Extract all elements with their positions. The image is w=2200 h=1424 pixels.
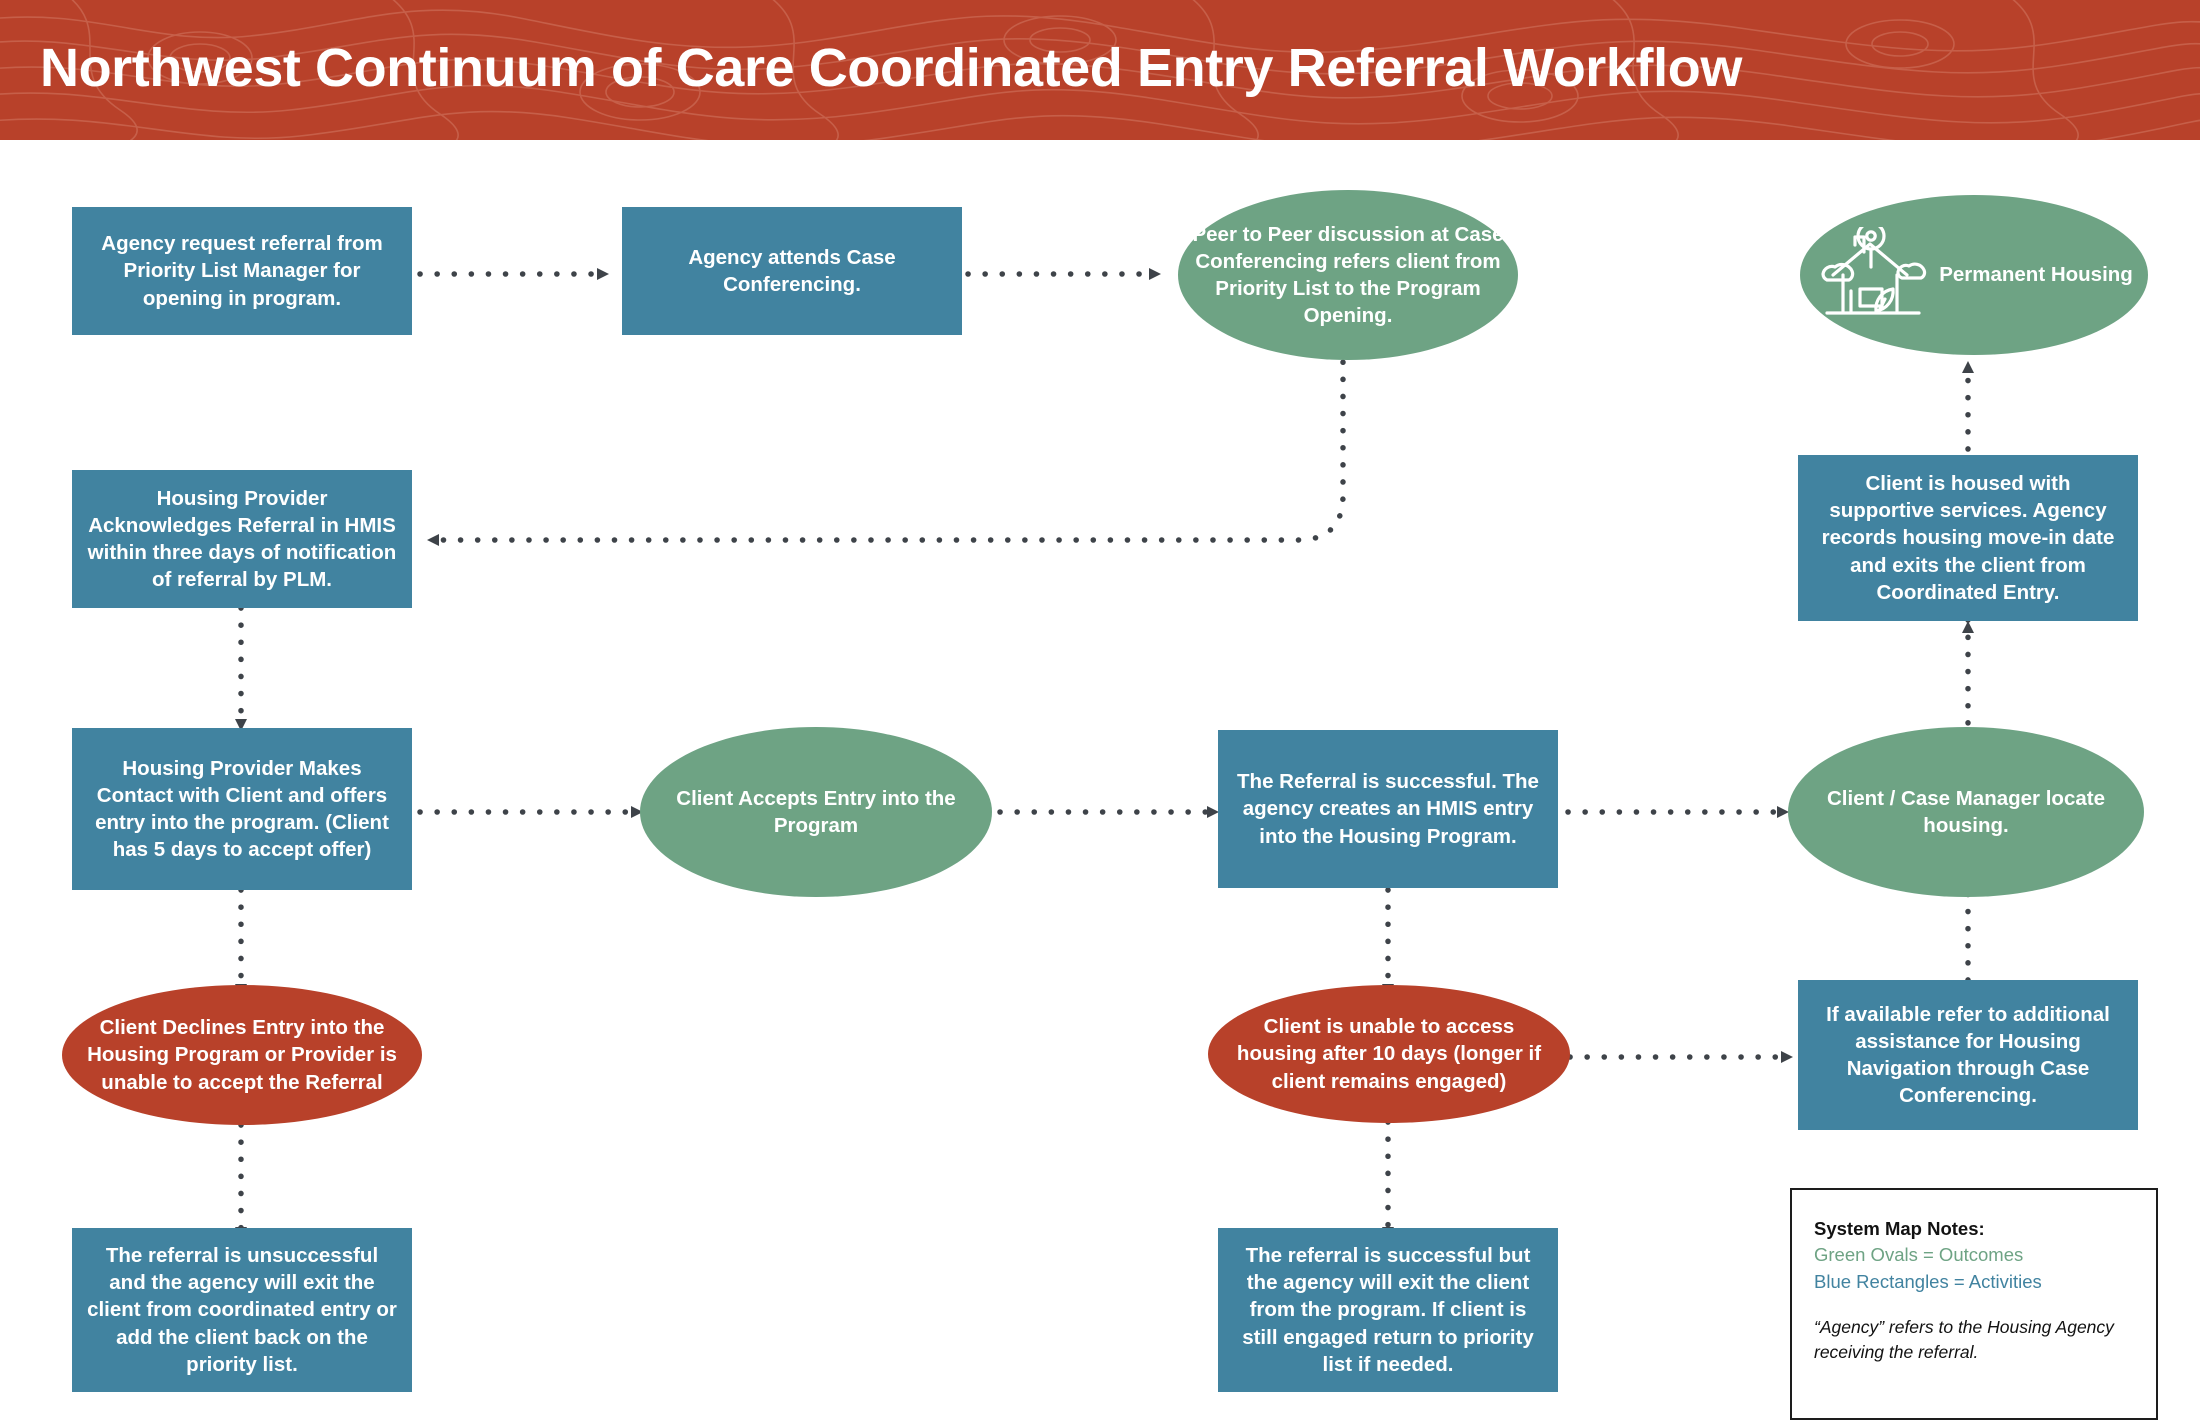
node-client-is-housed[interactable]: Client is housed with supportive service…: [1798, 455, 2138, 621]
arrow-peer-to-acknowledges: [427, 325, 1346, 546]
legend-system-map-notes: System Map Notes: Green Ovals = Outcomes…: [1790, 1188, 2158, 1420]
node-label: Permanent Housing: [1939, 262, 2133, 286]
node-label: If available refer to additional assista…: [1826, 1002, 2110, 1108]
legend-agency-note: “Agency” refers to the Housing Agency re…: [1814, 1316, 2114, 1362]
node-label: Client / Case Manager locate housing.: [1827, 786, 2105, 837]
node-label: Client Declines Entry into the Housing P…: [87, 1016, 397, 1094]
node-referral-unsuccessful[interactable]: The referral is unsuccessful and the age…: [72, 1228, 412, 1392]
node-client-unable-to-access-housing[interactable]: Client is unable to access housing after…: [1208, 985, 1570, 1123]
node-label: Client Accepts Entry into the Program: [676, 786, 956, 837]
node-housing-provider-acknowledges[interactable]: Housing Provider Acknowledges Referral i…: [72, 470, 412, 608]
node-housing-provider-makes-contact[interactable]: Housing Provider Makes Contact with Clie…: [72, 728, 412, 890]
node-label: Client is unable to access housing after…: [1236, 1015, 1542, 1093]
node-client-case-manager-locate-housing[interactable]: Client / Case Manager locate housing.: [1788, 727, 2144, 897]
node-if-available-refer[interactable]: If available refer to additional assista…: [1798, 980, 2138, 1130]
node-referral-successful-but-exit[interactable]: The referral is successful but the agenc…: [1218, 1228, 1558, 1392]
house-with-map-pin-icon: [1821, 227, 1927, 315]
node-label: Housing Provider Makes Contact with Clie…: [95, 756, 389, 862]
node-label: The Referral is successful. The agency c…: [1237, 770, 1539, 848]
legend-blue-rectangles: Blue Rectangles = Activities: [1814, 1270, 2042, 1292]
node-agency-request-referral[interactable]: Agency request referral from Priority Li…: [72, 207, 412, 335]
legend-green-ovals: Green Ovals = Outcomes: [1814, 1244, 2024, 1266]
node-label: Agency attends Case Conferencing.: [688, 245, 896, 296]
node-referral-successful-hmis-entry[interactable]: The Referral is successful. The agency c…: [1218, 730, 1558, 888]
node-label: Agency request referral from Priority Li…: [101, 232, 383, 310]
node-client-declines-entry[interactable]: Client Declines Entry into the Housing P…: [62, 985, 422, 1125]
page-title: Northwest Continuum of Care Coordinated …: [40, 38, 1742, 98]
legend-title: System Map Notes:: [1814, 1218, 1985, 1239]
node-label: The referral is successful but the agenc…: [1242, 1244, 1534, 1376]
node-label: Client is housed with supportive service…: [1821, 472, 2115, 604]
node-label: Housing Provider Acknowledges Referral i…: [87, 486, 397, 592]
node-label: Peer to Peer discussion at Case Conferen…: [1192, 222, 1504, 328]
node-permanent-housing[interactable]: Permanent Housing: [1800, 195, 2148, 355]
node-label: The referral is unsuccessful and the age…: [87, 1244, 397, 1376]
node-agency-attends-case-conferencing[interactable]: Agency attends Case Conferencing.: [622, 207, 962, 335]
header-banner: Northwest Continuum of Care Coordinated …: [0, 0, 2200, 140]
topographic-texture-icon: [0, 0, 2200, 140]
node-peer-to-peer-discussion[interactable]: Peer to Peer discussion at Case Conferen…: [1178, 190, 1518, 360]
node-client-accepts-entry[interactable]: Client Accepts Entry into the Program: [640, 727, 992, 897]
